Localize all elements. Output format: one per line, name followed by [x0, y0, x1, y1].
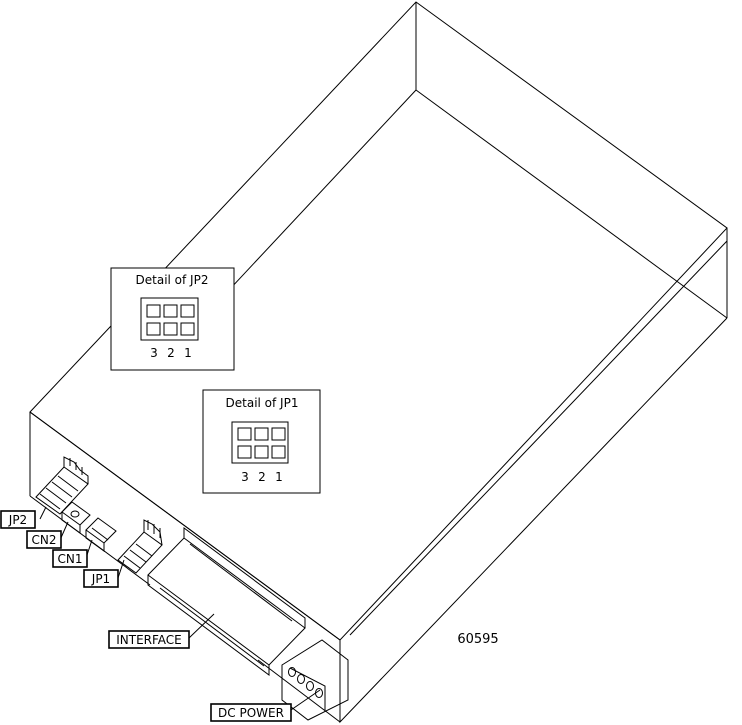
- jp1-pin-label-1: 1: [275, 470, 283, 484]
- callout-cn2: CN2: [26, 530, 62, 549]
- callout-cn2-text: CN2: [32, 533, 57, 547]
- cn1-connector: [85, 517, 117, 552]
- jp1-pin-label-3: 3: [241, 470, 249, 484]
- callout-dc-power: DC POWER: [210, 703, 292, 722]
- jp2-pin-block: [140, 297, 199, 341]
- callout-jp1: JP1: [83, 569, 119, 588]
- callout-jp2-text: JP2: [8, 513, 27, 527]
- callout-interface: INTERFACE: [108, 630, 190, 649]
- dc-power-connector: [281, 639, 349, 721]
- callout-interface-text: INTERFACE: [116, 633, 182, 647]
- jp2-pin-label-2: 2: [167, 346, 175, 360]
- jp1-pin-block: [231, 421, 289, 464]
- figure-number: 60595: [457, 632, 498, 647]
- callout-cn1: CN1: [52, 549, 88, 568]
- drive-enclosure: [29, 1, 728, 724]
- jp1-detail-title: Detail of JP1: [226, 396, 299, 410]
- callout-cn1-text: CN1: [58, 552, 83, 566]
- interface-connector: [147, 527, 306, 676]
- jp2-jumper-connector: [35, 456, 89, 515]
- callout-jp2: JP2: [0, 510, 36, 529]
- jp2-pin-label-3: 3: [150, 346, 158, 360]
- cn2-connector: [61, 501, 91, 534]
- jp1-pin-label-2: 2: [258, 470, 266, 484]
- jp2-pin-label-1: 1: [184, 346, 192, 360]
- callout-jp1-text: JP1: [91, 572, 110, 586]
- callout-dc-power-text: DC POWER: [218, 706, 284, 720]
- jp2-detail-title: Detail of JP2: [136, 273, 209, 287]
- jp1-jumper-connector: [117, 519, 163, 574]
- jp2-detail-panel: Detail of JP2 3 2 1: [110, 267, 235, 371]
- jp1-detail-panel: Detail of JP1 3 2 1: [202, 389, 321, 494]
- callout-leaders: [39, 506, 321, 713]
